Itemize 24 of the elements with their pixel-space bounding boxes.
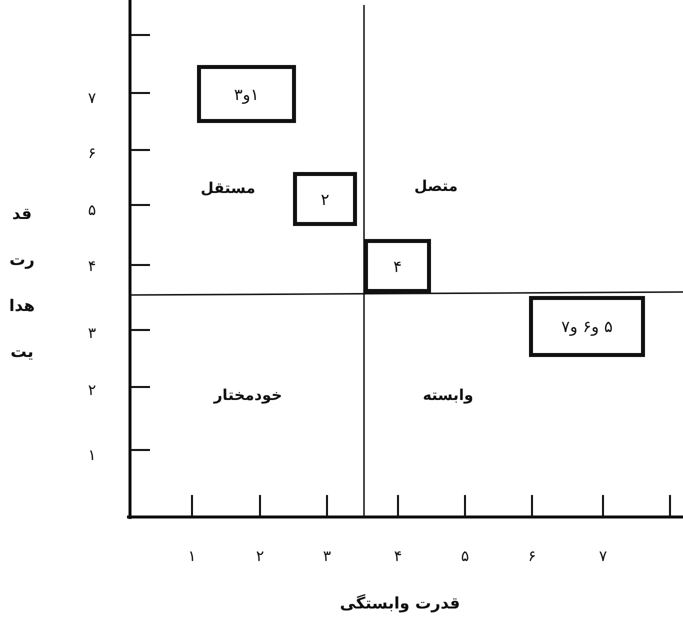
quadrant-label: متصل [414, 177, 458, 195]
axis-tick-label: ۴ [394, 547, 402, 565]
axis-title: قدرت وابستگی [340, 593, 460, 613]
axis-tick-label: ۵ [88, 201, 96, 219]
axis-tick-label: ۵ [460, 547, 470, 565]
axis-tick-label: ۶ [88, 144, 96, 162]
axis-tick-label: ۲ [88, 381, 96, 399]
variable-box: ۲ [293, 172, 357, 226]
quadrant-label: مستقل [200, 179, 256, 197]
quadrant-label: خودمختار [214, 386, 282, 404]
quadrant-label: وابسته [422, 386, 474, 404]
axis-tick-label: ۱ [88, 446, 96, 464]
variable-box: ۴ [364, 239, 431, 293]
axis-tick-label: ۲ [256, 547, 264, 565]
axis-title: قد رت هدا یت [8, 203, 36, 363]
variable-box: ۱و۳ [197, 65, 296, 123]
axis-tick-label: ۶ [528, 547, 536, 565]
axis-tick-label: ۳ [322, 547, 332, 565]
axis-tick-label: ۷ [598, 547, 608, 565]
axis-tick-label: ۱ [188, 547, 196, 565]
axis-tick-label: ۳ [88, 324, 96, 342]
axis-tick-label: ۷ [88, 89, 96, 107]
axis-tick-label: ۴ [88, 257, 96, 275]
variable-box: ۵ و۶ و۷ [529, 296, 645, 357]
